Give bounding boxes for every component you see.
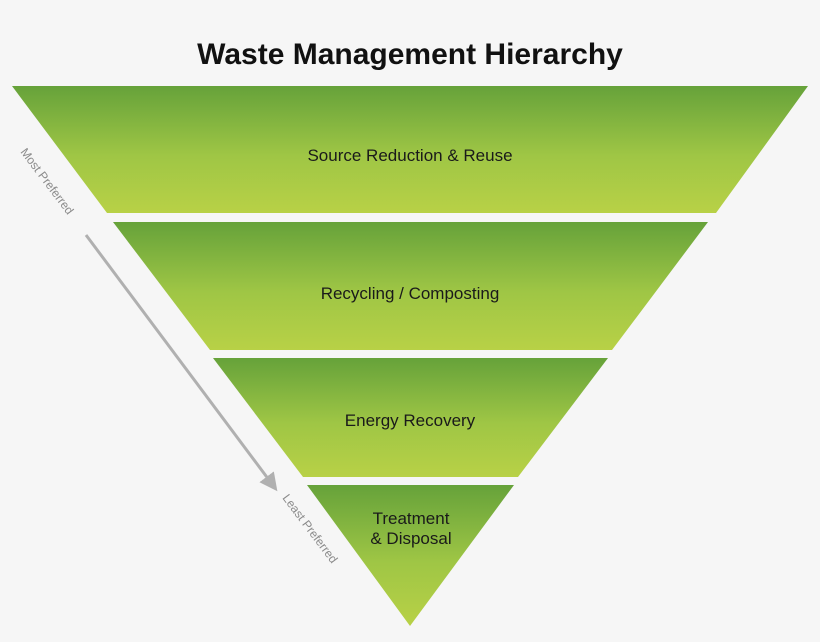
level-label: Recycling / Composting bbox=[321, 284, 500, 303]
level-label: Source Reduction & Reuse bbox=[307, 146, 512, 165]
level-energy-recovery: Energy Recovery bbox=[213, 358, 608, 477]
level-band bbox=[12, 86, 808, 213]
level-label-line2: & Disposal bbox=[370, 529, 451, 548]
level-label: Energy Recovery bbox=[345, 411, 476, 430]
level-label-line1: Treatment bbox=[373, 509, 450, 528]
level-source-reduction: Source Reduction & Reuse bbox=[12, 86, 808, 213]
preference-arrow bbox=[84, 234, 278, 492]
level-band bbox=[307, 485, 514, 626]
level-band bbox=[213, 358, 608, 477]
level-treatment-disposal: Treatment & Disposal bbox=[307, 485, 514, 626]
level-band bbox=[113, 222, 708, 350]
level-recycling: Recycling / Composting bbox=[113, 222, 708, 350]
page-title: Waste Management Hierarchy bbox=[197, 38, 623, 71]
